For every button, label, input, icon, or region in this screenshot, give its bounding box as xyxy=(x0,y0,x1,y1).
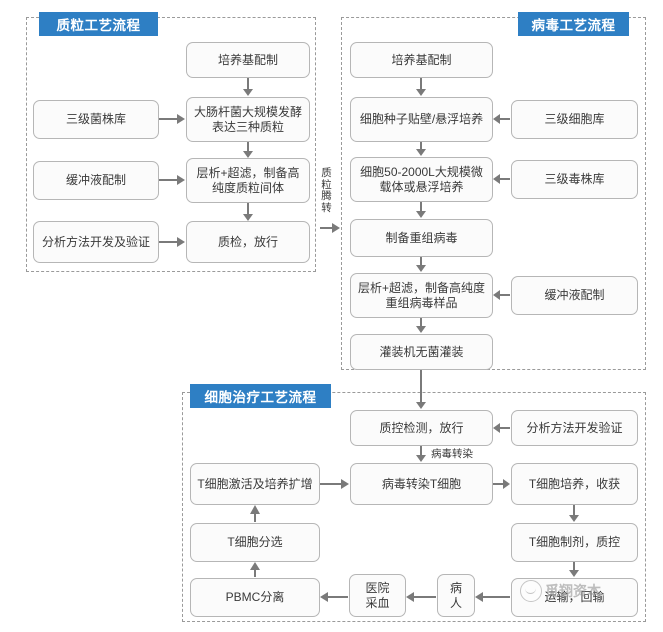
arrow-chroma-to-qc xyxy=(242,203,254,222)
section-cell-frame xyxy=(182,392,646,622)
badge-virus-process: 病毒工艺流程 xyxy=(518,12,629,36)
node-virus-filling[interactable]: 灌装机无菌灌装 xyxy=(350,334,493,370)
arrow-virus-large-scale-to-recombinant xyxy=(415,202,427,219)
badge-plasmid-process: 质粒工艺流程 xyxy=(39,12,158,36)
arrow-buffer-to-chroma xyxy=(159,174,186,186)
node-cell-qc-release[interactable]: 质控检测，放行 xyxy=(350,410,493,446)
node-t-cell-culture-harvest[interactable]: T细胞培养，收获 xyxy=(511,463,638,505)
node-virus-chromatography[interactable]: 层析+超滤，制备高纯度重组病毒样品 xyxy=(350,273,493,318)
arrow-product-to-transport xyxy=(568,562,580,578)
arrow-qc-to-transduce xyxy=(415,446,427,463)
arrow-analytics-to-cell-qc xyxy=(493,422,511,434)
arrow-strain-to-fermentation xyxy=(159,113,186,125)
arrow-virus-recombinant-to-chroma xyxy=(415,257,427,273)
node-plasmid-chromatography[interactable]: 层析+超滤，制备高纯度质粒间体 xyxy=(186,158,310,203)
arrow-pbmc-to-sorting xyxy=(249,562,261,578)
node-transport-reinfusion[interactable]: 运输，回输 xyxy=(511,578,638,617)
section-plasmid-frame xyxy=(26,17,316,272)
node-t-cell-activation[interactable]: T细胞激活及培养扩增 xyxy=(190,463,320,505)
arrow-virus-chroma-to-filling xyxy=(415,318,427,334)
arrow-transport-to-patient xyxy=(475,591,511,603)
node-plasmid-analytics[interactable]: 分析方法开发及验证 xyxy=(33,221,159,263)
node-hospital-blood-draw[interactable]: 医院 采血 xyxy=(349,574,406,617)
arrow-virus-media-to-seed xyxy=(415,78,427,97)
arrow-analytics-to-qc xyxy=(159,236,186,248)
node-cell-analytics[interactable]: 分析方法开发验证 xyxy=(511,410,638,446)
node-virus-seed-culture[interactable]: 细胞种子贴壁/悬浮培养 xyxy=(350,97,493,142)
node-plasmid-fermentation[interactable]: 大肠杆菌大规模发酵表达三种质粒 xyxy=(186,97,310,142)
label-plasmid-transfer: 质粒腾转 xyxy=(321,167,332,214)
node-virus-media-prep[interactable]: 培养基配制 xyxy=(350,42,493,78)
arrow-cell-bank-to-seed xyxy=(493,113,511,125)
arrow-culture-to-product xyxy=(568,505,580,523)
label-virus-transduction: 病毒转染 xyxy=(431,448,473,460)
node-virus-cell-bank[interactable]: 三级细胞库 xyxy=(511,100,638,139)
node-virus-recombinant-prep[interactable]: 制备重组病毒 xyxy=(350,219,493,257)
node-plasmid-qc-release[interactable]: 质检，放行 xyxy=(186,221,310,263)
node-plasmid-buffer-prep[interactable]: 缓冲液配制 xyxy=(33,161,159,200)
arrow-activation-to-transduce xyxy=(320,478,350,490)
node-plasmid-strain-bank[interactable]: 三级菌株库 xyxy=(33,100,159,139)
node-pbmc-separation[interactable]: PBMC分离 xyxy=(190,578,320,617)
node-t-cell-product-qc[interactable]: T细胞制剂，质控 xyxy=(511,523,638,562)
arrow-sorting-to-activation xyxy=(249,505,261,523)
arrow-media-to-fermentation xyxy=(242,78,254,97)
node-virus-buffer-prep[interactable]: 缓冲液配制 xyxy=(511,276,638,315)
badge-cell-therapy-process: 细胞治疗工艺流程 xyxy=(190,384,331,408)
arrow-fermentation-to-chroma xyxy=(242,142,254,159)
arrow-plasmid-transfer xyxy=(320,222,341,234)
node-virus-transduce-t-cell[interactable]: 病毒转染T细胞 xyxy=(350,463,493,505)
arrow-virus-seed-to-large-scale xyxy=(415,142,427,157)
arrow-patient-to-hospital xyxy=(406,591,437,603)
arrow-hospital-to-pbmc xyxy=(320,591,349,603)
node-t-cell-sorting[interactable]: T细胞分选 xyxy=(190,523,320,562)
arrow-buffer-to-virus-chroma xyxy=(493,289,511,301)
node-virus-large-scale-culture[interactable]: 细胞50-2000L大规模微载体或悬浮培养 xyxy=(350,157,493,202)
node-plasmid-media-prep[interactable]: 培养基配制 xyxy=(186,42,310,78)
node-patient[interactable]: 病 人 xyxy=(437,574,475,617)
node-virus-strain-bank[interactable]: 三级毒株库 xyxy=(511,160,638,199)
arrow-strain-bank-to-large-scale xyxy=(493,173,511,185)
arrow-transduce-to-culture xyxy=(493,478,511,490)
section-virus-frame xyxy=(341,17,646,370)
arrow-virus-filling-to-qc xyxy=(415,370,427,410)
